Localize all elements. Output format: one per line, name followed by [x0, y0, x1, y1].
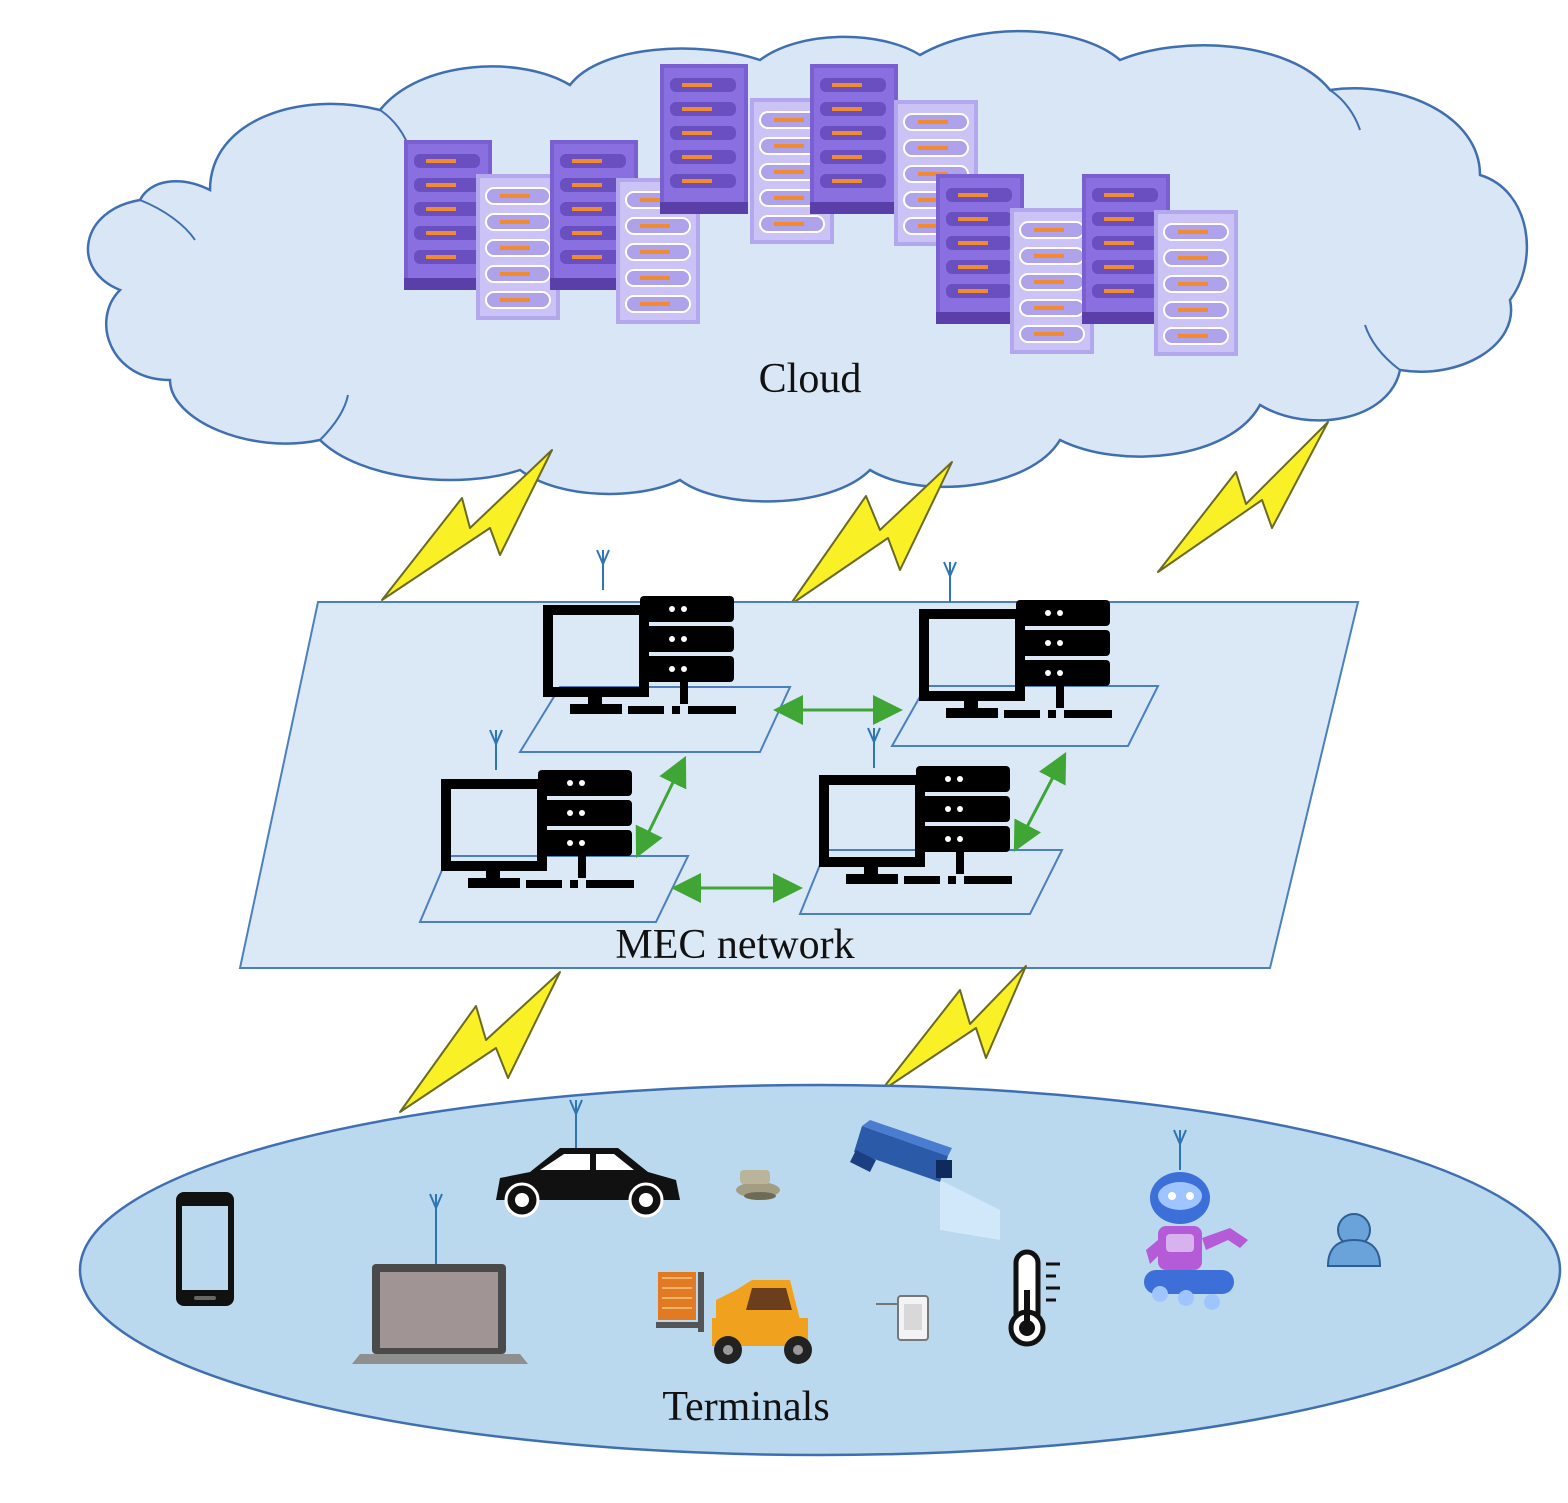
terminals-region: Terminals: [78, 1083, 1562, 1457]
mec-terminal-links: [399, 965, 1027, 1113]
lightning-bolt-icon: [879, 965, 1027, 1093]
thermometer-icon: [1008, 1249, 1060, 1347]
lightning-bolt-icon: [789, 461, 953, 606]
edge-server-node: [798, 727, 1064, 915]
mec-network-label: MEC network: [615, 922, 854, 968]
antenna-icon: [596, 549, 610, 591]
mec-network-plane: MEC network: [238, 549, 1360, 969]
antenna-icon: [943, 561, 957, 603]
forklift-icon: [656, 1272, 812, 1364]
terminals-label: Terminals: [662, 1384, 829, 1430]
bidirectional-arrow-icon: [635, 755, 687, 859]
rfid-reader-icon: [876, 1295, 929, 1341]
laptop-icon: [352, 1193, 528, 1364]
surveillance-camera-icon: [850, 1120, 1000, 1240]
car-icon: [496, 1099, 680, 1218]
lightning-bolt-icon: [399, 971, 561, 1113]
cloud-region: Cloud: [86, 29, 1529, 503]
lightning-bolt-icon: [1157, 421, 1329, 573]
user-icon: [1326, 1213, 1382, 1267]
smartphone-icon: [176, 1192, 234, 1306]
cloud-label: Cloud: [759, 356, 862, 402]
bidirectional-arrow-icon: [1013, 752, 1067, 852]
edge-server-node: [890, 561, 1160, 747]
lightning-bolt-icon: [381, 449, 553, 601]
edge-links: [635, 695, 1067, 903]
cloud-mec-links: [381, 421, 1329, 606]
edge-server-node: [518, 549, 792, 753]
drone-icon: [736, 1170, 780, 1200]
edge-server-node: [418, 729, 690, 923]
robot-icon: [1144, 1129, 1248, 1310]
